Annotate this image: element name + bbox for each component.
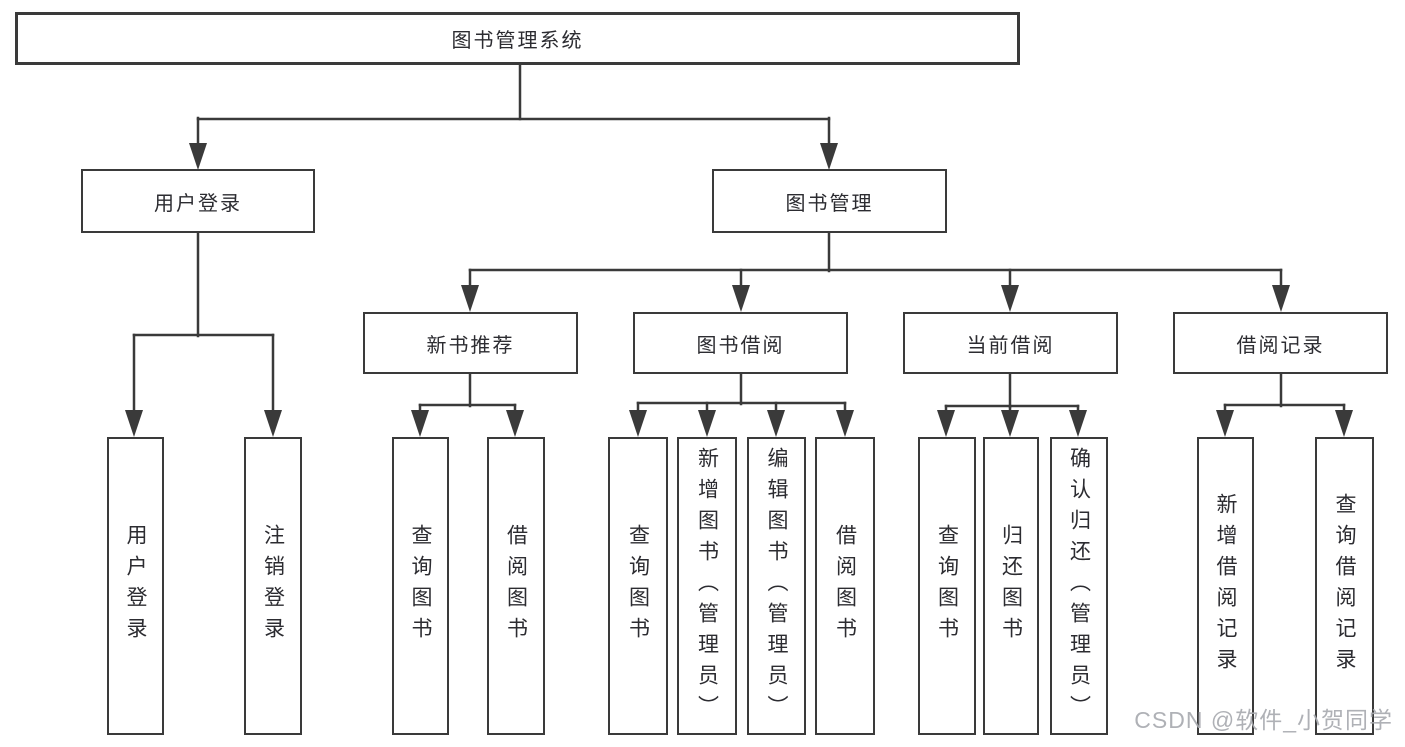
leaf-query-books-recommend: 查询图书: [392, 437, 449, 735]
leaf-query-books-borrowing: 查询图书: [608, 437, 668, 735]
node-library-management-system: 图书管理系统: [15, 12, 1020, 65]
leaf-confirm-return-admin: 确认归还（管理员）: [1050, 437, 1108, 735]
node-new-book-recommendation: 新书推荐: [363, 312, 578, 374]
leaf-borrow-books-recommend: 借阅图书: [487, 437, 545, 735]
leaf-query-borrow-record: 查询借阅记录: [1315, 437, 1374, 735]
node-book-borrowing: 图书借阅: [633, 312, 848, 374]
node-current-borrowing: 当前借阅: [903, 312, 1118, 374]
leaf-return-book: 归还图书: [983, 437, 1039, 735]
node-user-login-branch: 用户登录: [81, 169, 315, 233]
leaf-borrow-books-borrowing: 借阅图书: [815, 437, 875, 735]
leaf-user-login: 用户登录: [107, 437, 164, 735]
csdn-watermark: CSDN @软件_小贺同学: [1134, 707, 1393, 733]
leaf-add-book-admin: 新增图书（管理员）: [677, 437, 737, 735]
node-borrowing-records: 借阅记录: [1173, 312, 1388, 374]
leaf-query-books-current: 查询图书: [918, 437, 976, 735]
leaf-add-borrow-record: 新增借阅记录: [1197, 437, 1254, 735]
leaf-logout: 注销登录: [244, 437, 302, 735]
leaf-edit-book-admin: 编辑图书（管理员）: [747, 437, 806, 735]
node-book-management-branch: 图书管理: [712, 169, 947, 233]
